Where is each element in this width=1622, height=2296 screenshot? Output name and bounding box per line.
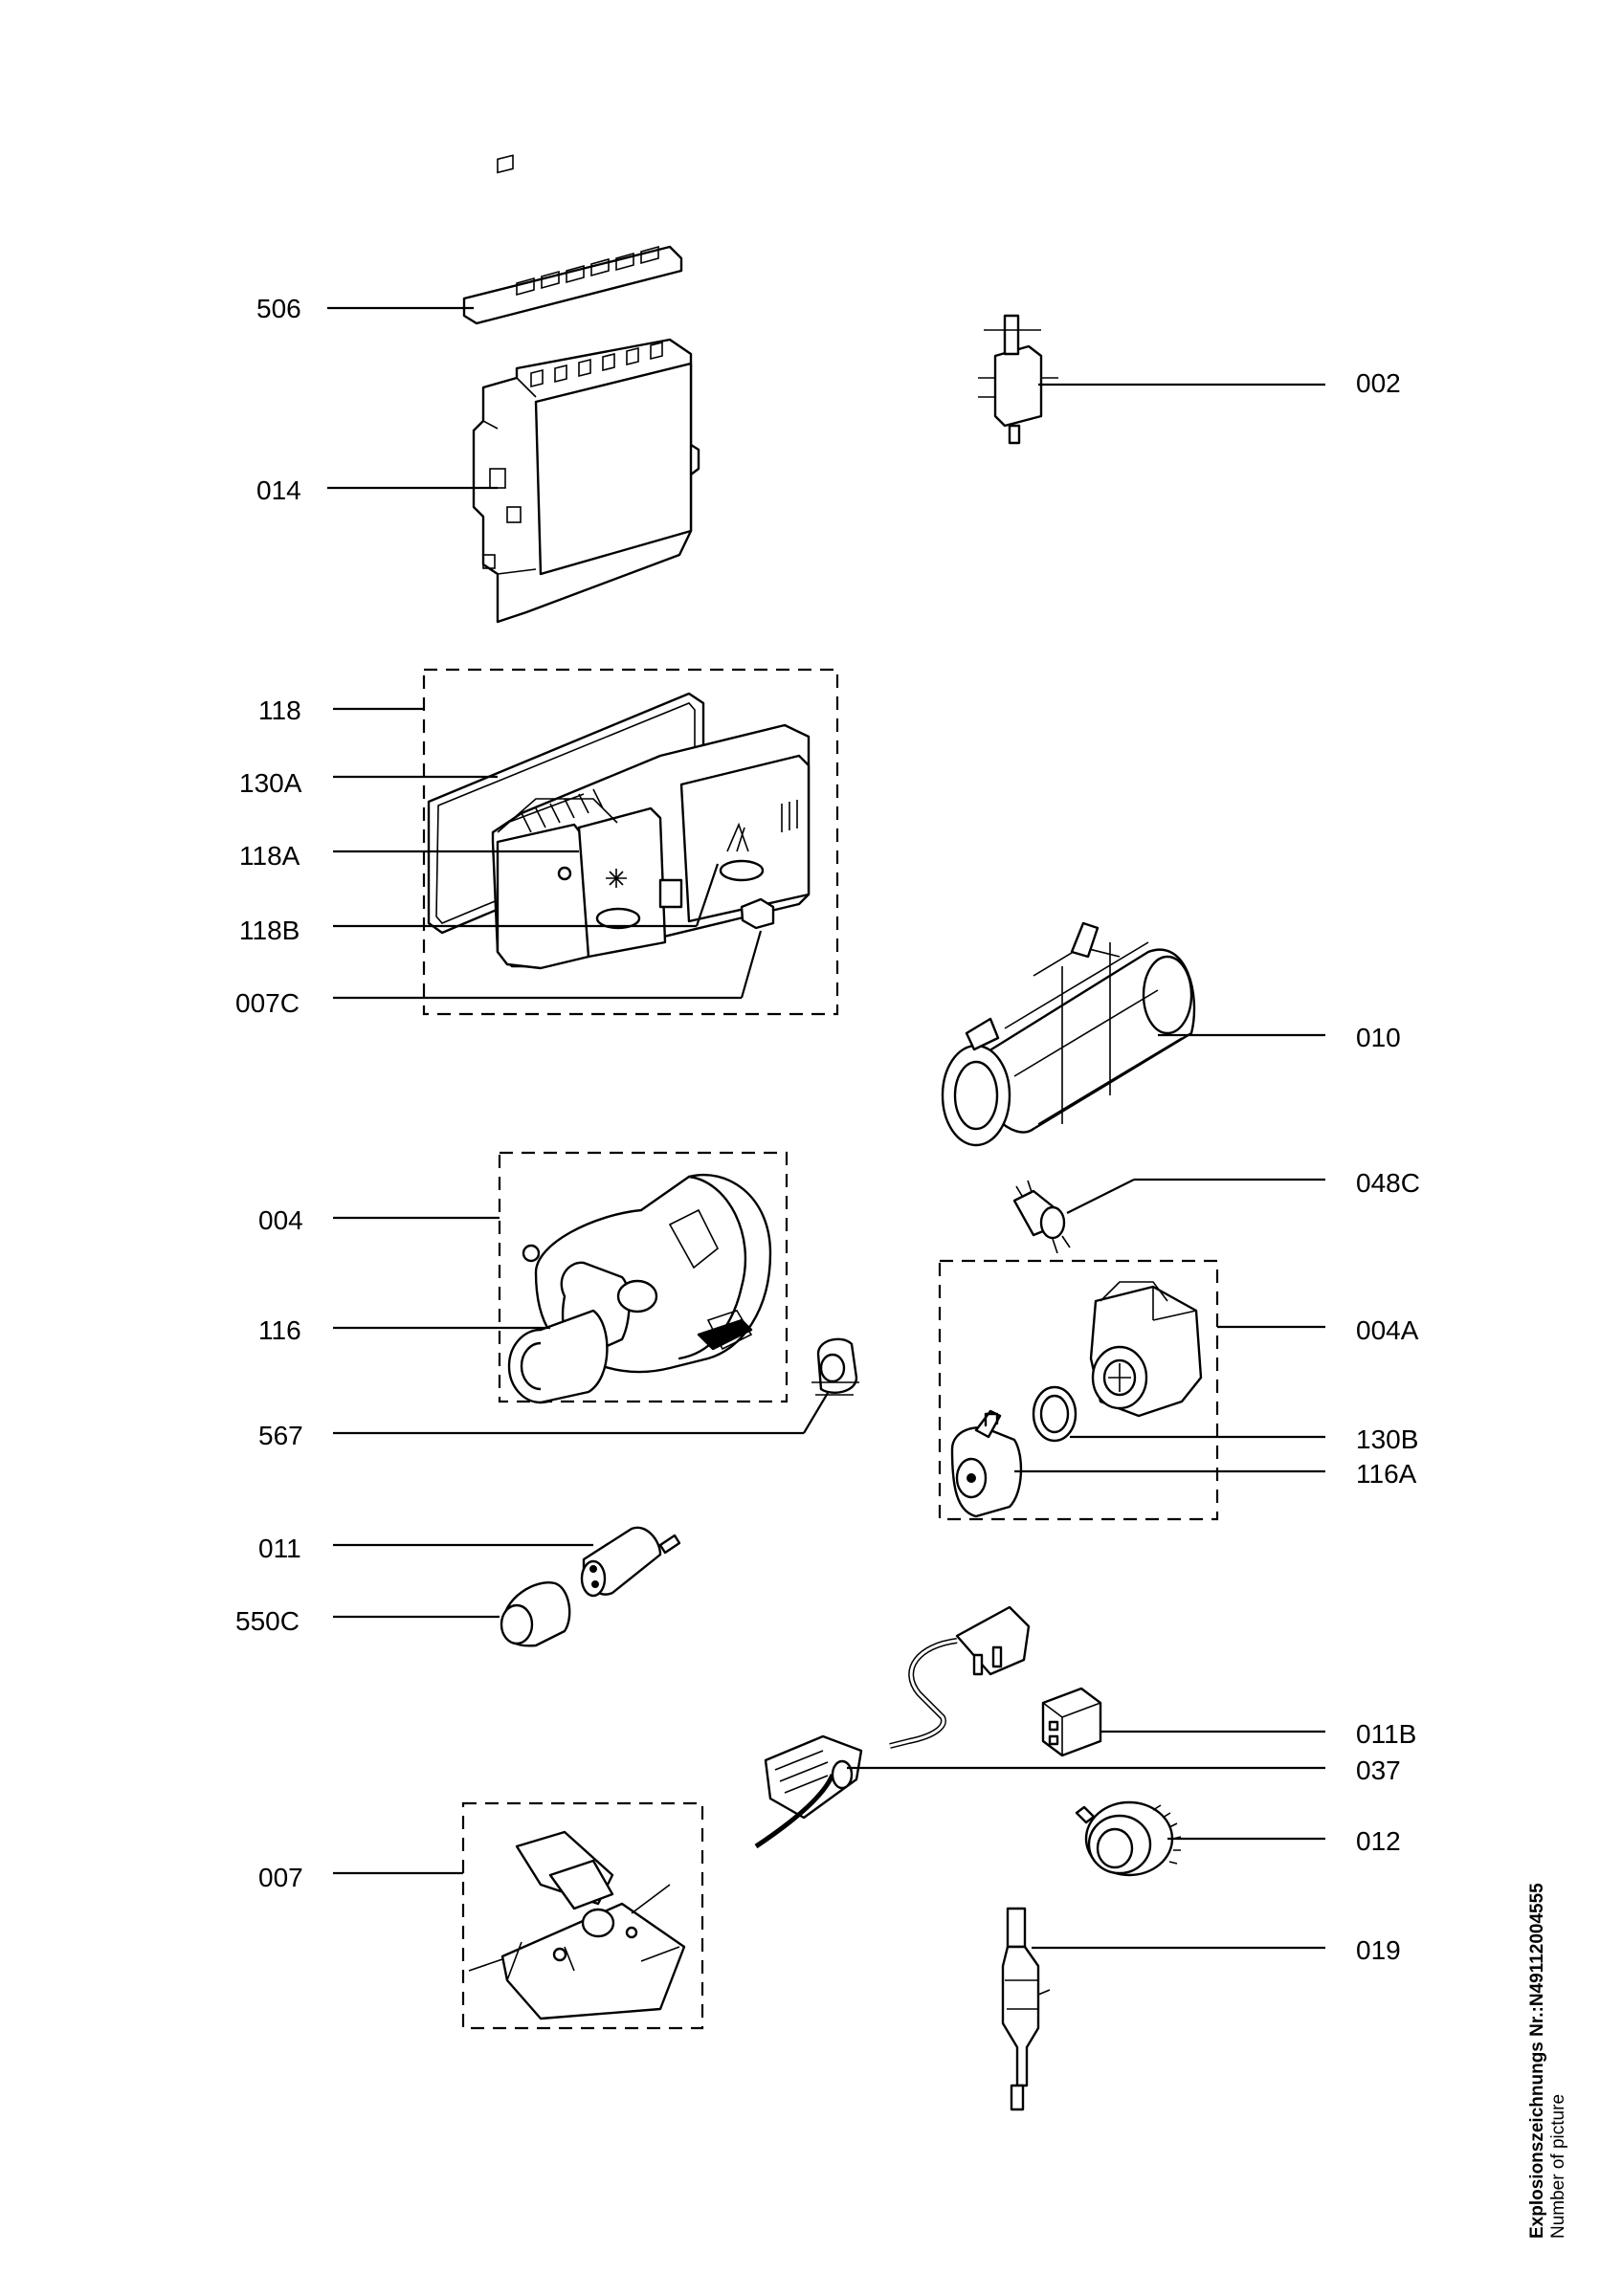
callout-007: 007 [258, 1863, 303, 1892]
group-004A-dashed-box [938, 1259, 1219, 1521]
part-011B-relay [1041, 1687, 1102, 1757]
part-007-pump-housing [468, 1830, 686, 2020]
callout-037: 037 [1356, 1755, 1401, 1785]
part-011-capacitor [580, 1526, 681, 1598]
callout-012: 012 [1356, 1826, 1401, 1856]
callout-116A: 116A [1356, 1459, 1417, 1489]
callout-004A: 004A [1356, 1315, 1419, 1345]
part-048C-ntc-sensor [1012, 1180, 1071, 1254]
part-550C-cap [500, 1581, 571, 1647]
callout-007C: 007C [235, 988, 300, 1018]
part-010-heater [941, 921, 1196, 1147]
callout-004: 004 [258, 1205, 303, 1235]
picture-number-caption: Number of picture [1548, 2093, 1568, 2239]
part-130B-seal-ring [1032, 1385, 1078, 1443]
part-037-filter [754, 1734, 863, 1849]
part-014-control-module [472, 338, 700, 624]
group-118-dashed-box [422, 668, 839, 1016]
callout-567: 567 [258, 1421, 303, 1450]
part-007C-clip [740, 897, 775, 930]
callout-130B: 130B [1356, 1424, 1418, 1454]
callout-011B: 011B [1356, 1719, 1416, 1749]
part-118A-detergent-dispenser [491, 723, 811, 970]
callout-011: 011 [258, 1534, 301, 1563]
group-007-dashed-box [461, 1801, 704, 2030]
picture-number-label: Explosionszeichnungs Nr.:N49112004555 [1527, 1883, 1547, 2239]
part-002-door-switch [978, 314, 1058, 445]
part-power-cord [889, 1605, 1031, 1749]
callout-116: 116 [258, 1315, 301, 1345]
callout-002: 002 [1356, 368, 1401, 398]
group-004-dashed-box [498, 1151, 789, 1403]
part-004-circulation-pump [507, 1173, 772, 1404]
callout-010: 010 [1356, 1023, 1401, 1052]
callout-118: 118 [258, 695, 301, 725]
callout-130A: 130A [239, 768, 302, 798]
part-004A-drain-pump [1089, 1281, 1203, 1418]
leader-118B-angle [695, 863, 720, 927]
callout-048C: 048C [1356, 1168, 1420, 1198]
leader-007C-angle [740, 930, 763, 999]
callout-118B: 118B [239, 916, 300, 945]
callout-014: 014 [256, 475, 301, 505]
callout-550C: 550C [235, 1606, 300, 1636]
leader-567-angle [803, 1392, 829, 1434]
leader-048C-angle [1066, 1179, 1135, 1214]
part-012-selector-switch [1075, 1800, 1182, 1877]
callout-019: 019 [1356, 1935, 1401, 1965]
picture-number-note: Explosionszeichnungs Nr.:N49112004555 Nu… [1527, 1837, 1604, 2239]
callout-506: 506 [256, 294, 301, 323]
part-506-button-bar [462, 154, 683, 325]
part-019-float-switch [1001, 1907, 1051, 2111]
part-567-clamp [811, 1337, 859, 1396]
callout-118A: 118A [239, 841, 300, 871]
part-116A-pump-cover [950, 1409, 1023, 1518]
